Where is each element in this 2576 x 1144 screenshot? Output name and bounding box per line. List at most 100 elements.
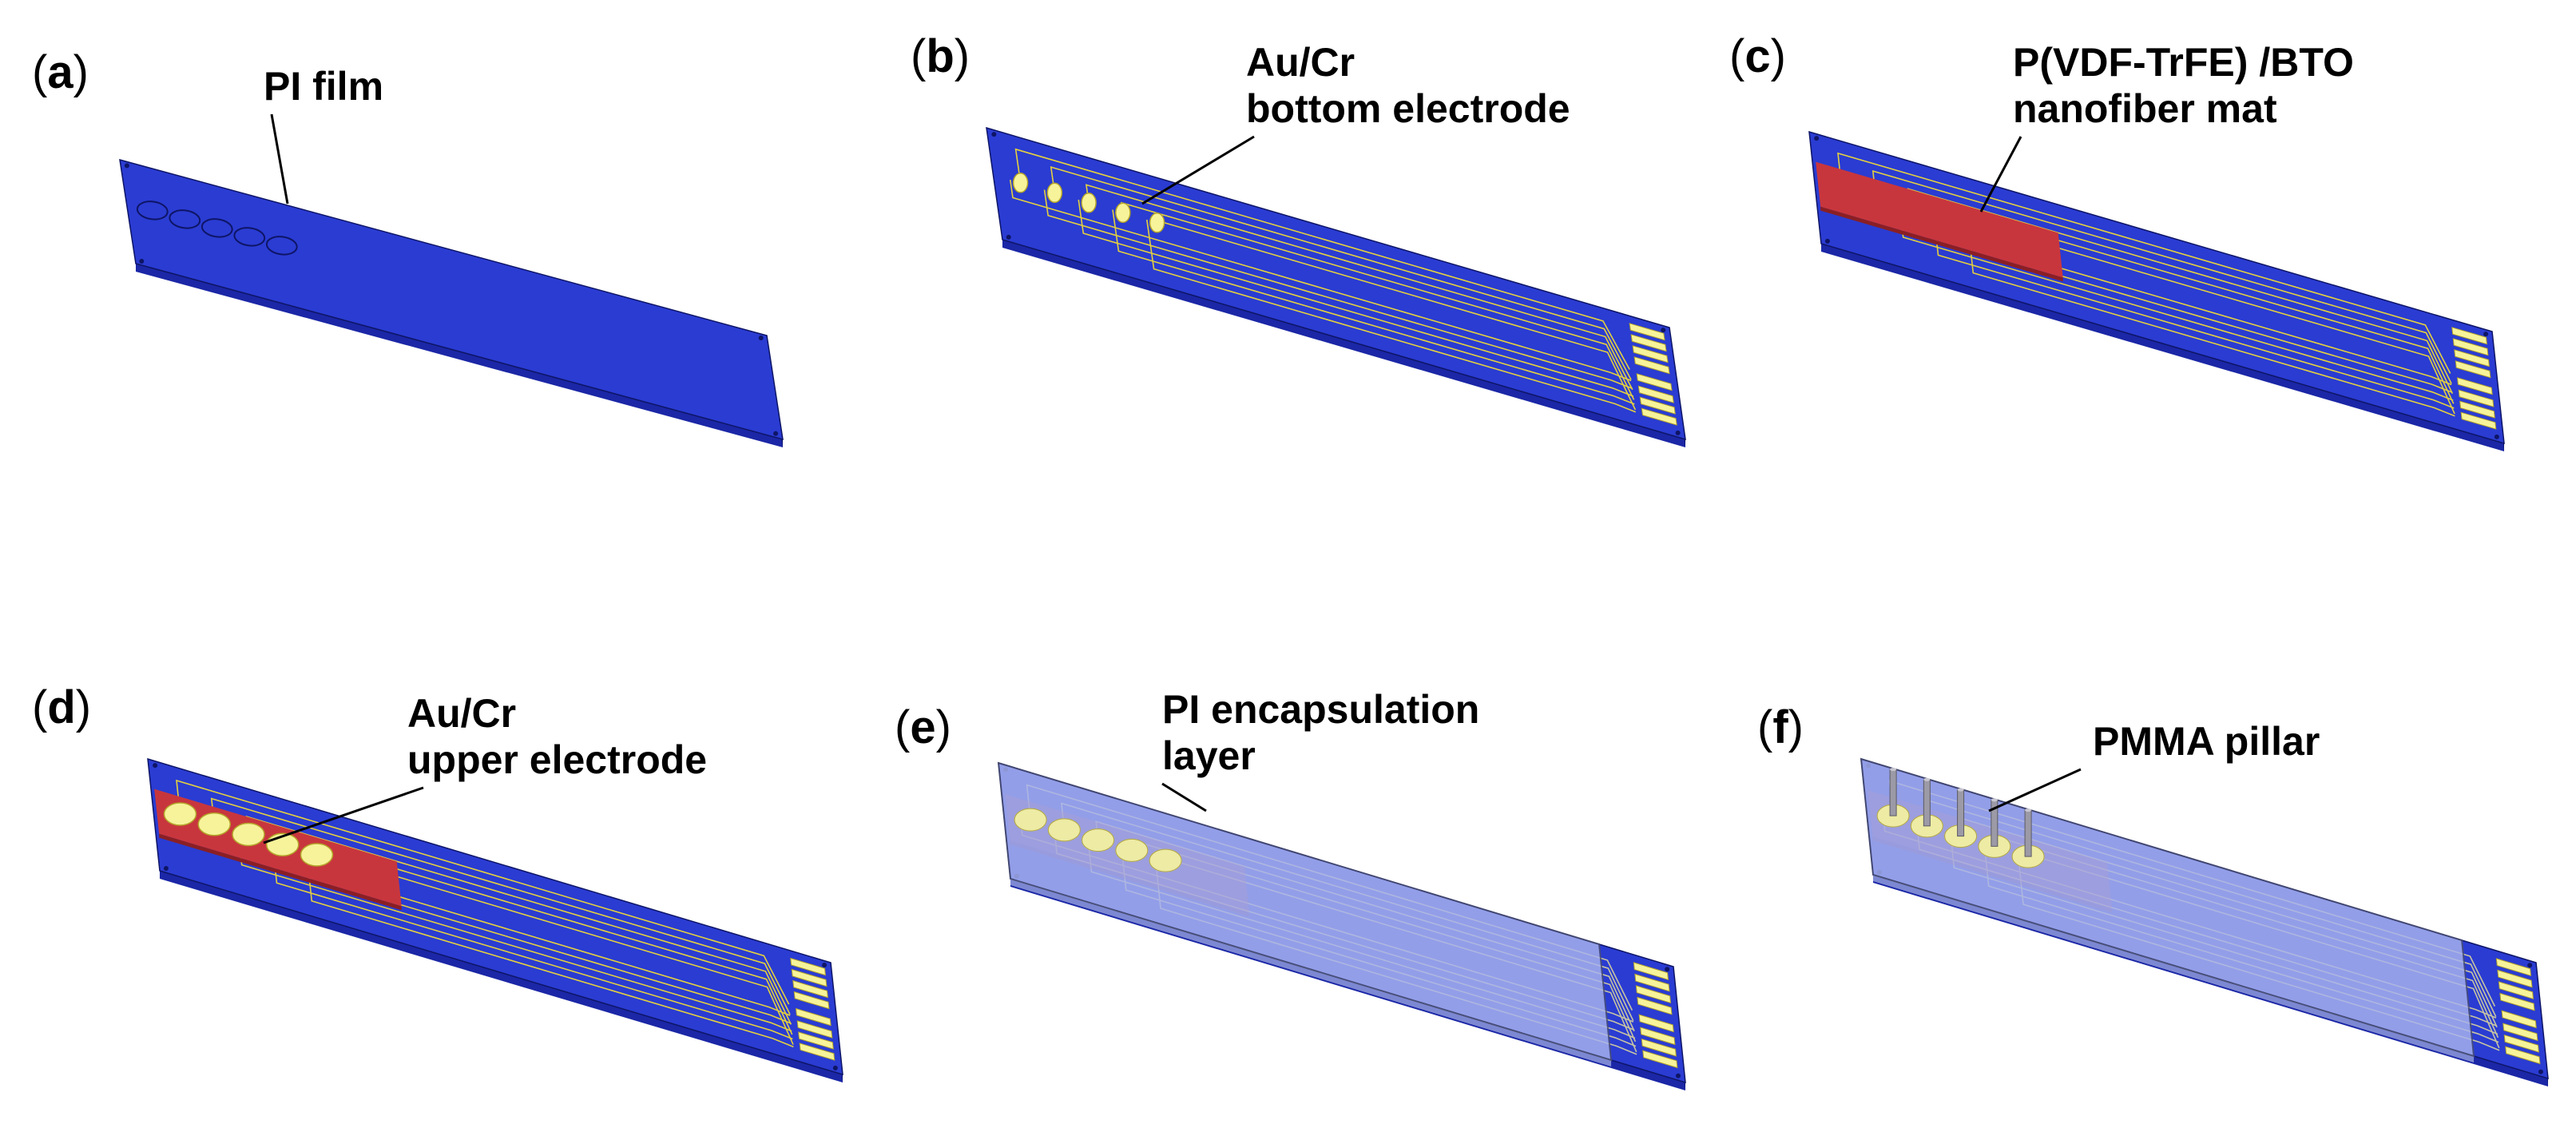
- connector-pads: [2451, 327, 2497, 430]
- connector-pad: [1637, 385, 1674, 403]
- connector-pad: [2456, 377, 2493, 395]
- connector-pad: [2501, 1010, 2537, 1029]
- panel-a: (a)PI film: [32, 46, 784, 447]
- pillar-top: [2025, 808, 2032, 812]
- callout-leader-line: [270, 113, 289, 205]
- connector-pad: [1640, 1027, 1676, 1046]
- upper-electrode: [163, 802, 197, 826]
- panel-label-e: (e): [895, 701, 951, 753]
- callout-line: PI encapsulation: [1162, 687, 1479, 732]
- connector-pad: [1639, 396, 1676, 415]
- electrode-outline: [265, 236, 298, 256]
- connector-pad: [2460, 411, 2497, 430]
- nanofiber-mat: [1816, 161, 2063, 282]
- pillar-top: [1890, 768, 1897, 772]
- electrode-outline: [169, 209, 201, 229]
- callout-line: PI film: [264, 64, 383, 109]
- callout-line: PMMA pillar: [2093, 719, 2320, 764]
- pmma-pillar: [1889, 769, 1897, 816]
- pi-film-substrate: [147, 757, 843, 1082]
- connector-pad: [792, 979, 828, 999]
- callout-line: layer: [1162, 733, 1256, 778]
- connector-pad: [1636, 373, 1673, 391]
- panel-f: (f) PMMA pillar: [1757, 701, 2549, 1086]
- pi-film-substrate: [1808, 130, 2505, 451]
- upper-electrode: [1115, 838, 1149, 862]
- connector-pad: [2452, 338, 2489, 356]
- callout-line: Au/Cr: [1246, 40, 1355, 85]
- pmma-pillars: [1889, 768, 2032, 857]
- pmma-pillar: [1957, 789, 1965, 837]
- connector-pad: [2499, 992, 2535, 1011]
- connector-pad: [2451, 327, 2487, 345]
- connector-pad: [1642, 1050, 1678, 1069]
- pi-film-substrate: [986, 126, 1686, 447]
- trace-lines: [1009, 148, 1637, 413]
- connector-pad: [1633, 962, 1669, 980]
- connector-pad: [1641, 407, 1677, 426]
- upper-electrode: [232, 822, 265, 847]
- pillar-top: [1923, 777, 1931, 781]
- pmma-pillar: [2024, 809, 2032, 857]
- connector-pad: [1637, 996, 1673, 1015]
- connector-pad: [2497, 969, 2533, 988]
- connector-pad: [2454, 349, 2490, 367]
- panel-letter: d: [47, 681, 75, 733]
- electrode-outline: [200, 218, 233, 238]
- connector-pad: [1638, 1014, 1674, 1033]
- pi-encapsulation-layer: [1860, 757, 2475, 1063]
- connector-pad: [1633, 356, 1670, 375]
- pi-film-substrate: [119, 158, 784, 447]
- pillar-top: [1957, 788, 1964, 792]
- bottom-electrode: [1081, 193, 1097, 213]
- connector-pad: [791, 968, 828, 987]
- upper-electrode: [1047, 818, 1081, 842]
- pi-encapsulation-layer: [997, 761, 1613, 1067]
- panel-label-d: (d): [32, 681, 91, 733]
- panel-letter: c: [1744, 30, 1770, 82]
- connector-pad: [1629, 323, 1665, 341]
- connector-pad: [1641, 1038, 1677, 1057]
- pillar-top: [1991, 798, 1998, 802]
- connector-pad: [1635, 985, 1672, 1003]
- electrode-outline: [136, 201, 169, 220]
- callout-f: PMMA pillar: [2093, 719, 2320, 764]
- connector-pads: [1633, 962, 1678, 1069]
- panel-label-f: (f): [1757, 701, 1804, 753]
- connector-pad: [798, 1031, 834, 1050]
- connector-pad: [1634, 973, 1670, 992]
- upper-electrode: [1082, 828, 1115, 852]
- callout-leader-line: [263, 786, 424, 844]
- callout-leader-line: [1979, 136, 2022, 213]
- upper-electrode: [197, 812, 231, 836]
- connector-pad: [1630, 334, 1667, 352]
- callout-line: Au/Cr: [407, 691, 516, 736]
- bottom-electrode: [1046, 182, 1063, 204]
- upper-electrode: [1014, 808, 1047, 832]
- panel-label-c: (c): [1729, 30, 1786, 82]
- panel-letter: a: [47, 46, 73, 98]
- connector-pad: [2503, 1034, 2539, 1053]
- callout-leader-line: [1141, 135, 1255, 205]
- electrode-outline: [233, 227, 266, 247]
- bottom-electrode: [1115, 202, 1131, 224]
- connector-pad: [2495, 958, 2532, 976]
- connector-pad: [2459, 400, 2495, 419]
- callout-a: PI film: [264, 64, 383, 109]
- connector-pads: [1629, 323, 1677, 426]
- connector-pad: [2458, 389, 2495, 407]
- connector-pads: [790, 957, 836, 1061]
- connector-pad: [793, 991, 830, 1010]
- connector-pad: [795, 1007, 832, 1027]
- connector-pad: [799, 1043, 836, 1061]
- connector-pad: [790, 957, 826, 976]
- upper-electrode: [1149, 848, 1182, 872]
